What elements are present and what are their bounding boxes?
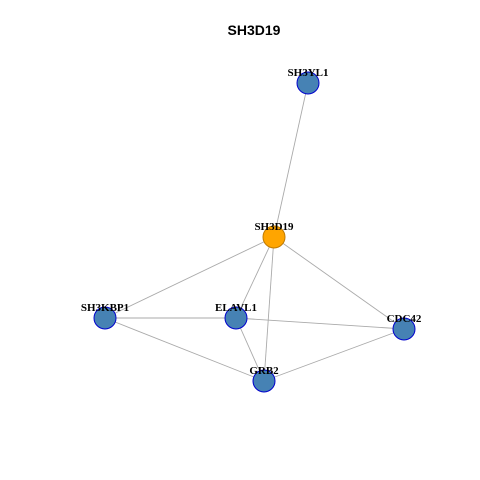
edge-sh3d19-grb2 [263,236,275,382]
node-circle-grb2[interactable] [252,369,276,393]
node-circle-sh3yl1[interactable] [296,71,320,95]
node-circle-sh3kbp1[interactable] [93,306,117,330]
node-label-cdc42: CDC42 [387,313,422,325]
node-sh3kbp1[interactable]: SH3KBP1 [81,302,129,330]
edge-sh3kbp1-grb2 [104,317,265,382]
node-circle-elavl1[interactable] [224,306,248,330]
node-label-sh3d19: SH3D19 [254,221,294,233]
node-sh3yl1[interactable]: SH3YL1 [288,67,329,95]
node-label-elavl1: ELAVL1 [215,302,257,314]
node-elavl1[interactable]: ELAVL1 [215,302,257,330]
node-label-sh3yl1: SH3YL1 [288,67,329,79]
node-sh3d19[interactable]: SH3D19 [254,221,294,249]
node-circle-sh3d19[interactable] [262,225,286,249]
graph-title: SH3D19 [228,22,281,38]
edge-elavl1-cdc42 [235,317,405,330]
edge-grb2-cdc42 [263,328,405,382]
node-circle-cdc42[interactable] [392,317,416,341]
node-grb2[interactable]: GRB2 [249,365,279,393]
edge-sh3d19-elavl1 [235,236,275,319]
node-cdc42[interactable]: CDC42 [387,313,422,341]
edge-sh3yl1-sh3d19 [273,82,309,238]
edge-sh3d19-sh3kbp1 [104,236,275,319]
edge-layer [104,82,405,382]
edge-sh3d19-cdc42 [273,236,405,330]
node-label-grb2: GRB2 [249,365,279,377]
node-label-sh3kbp1: SH3KBP1 [81,302,129,314]
